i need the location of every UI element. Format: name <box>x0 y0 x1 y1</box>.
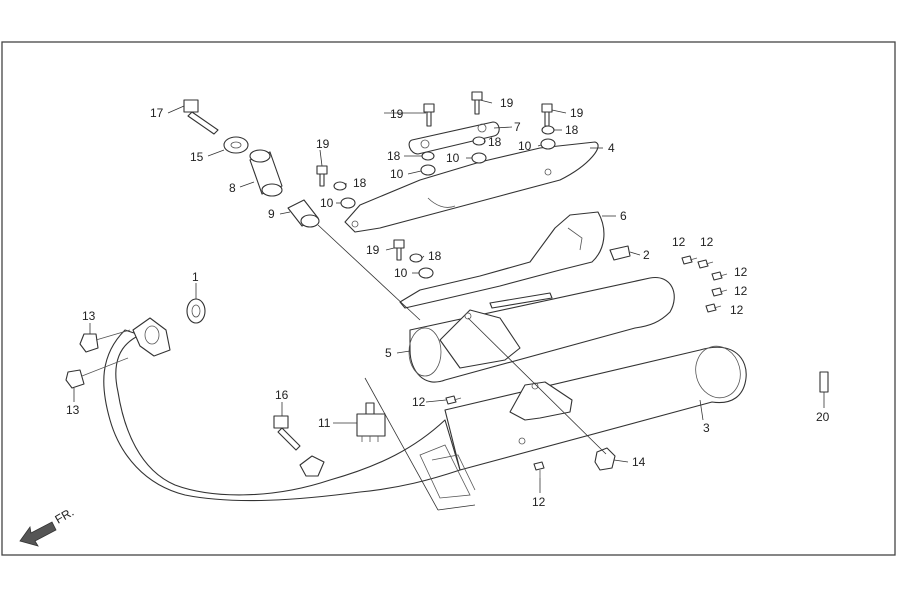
label-part-12-d: 12 <box>700 235 714 249</box>
part-top-cover <box>344 141 599 233</box>
label-part-7: 7 <box>514 120 521 134</box>
part-bolt-19a <box>423 103 435 127</box>
part-collar-9 <box>287 199 320 228</box>
part-labels: 17 15 8 9 19 18 10 19 19 19 7 18 18 18 1… <box>66 96 830 509</box>
part-bolt-16 <box>273 415 301 451</box>
leader-lines <box>73 99 825 511</box>
part-exhaust-pipe <box>103 317 476 502</box>
label-part-13-b: 13 <box>66 403 80 417</box>
part-bolt-19b <box>471 91 483 115</box>
part-nut-14 <box>594 447 616 471</box>
label-part-20: 20 <box>816 410 830 424</box>
label-part-9: 9 <box>268 207 275 221</box>
label-part-10-d: 10 <box>518 139 532 153</box>
diagram-frame <box>1 41 896 556</box>
part-grommet-10b <box>471 152 487 164</box>
label-part-3: 3 <box>703 421 710 435</box>
part-bolt-17 <box>183 99 219 135</box>
label-part-18-d: 18 <box>565 123 579 137</box>
label-part-12-b: 12 <box>532 495 546 509</box>
label-part-13-a: 13 <box>82 309 96 323</box>
label-part-19-b: 19 <box>390 107 404 121</box>
label-part-15: 15 <box>190 150 204 164</box>
part-washer-18e <box>409 253 423 263</box>
part-grommet-8 <box>249 149 283 197</box>
part-lower-cover <box>399 211 605 309</box>
part-grommet-10d <box>340 197 356 209</box>
part-bolt-19c <box>541 103 553 127</box>
part-washer-18a <box>421 151 435 161</box>
label-part-19-a: 19 <box>316 137 330 151</box>
label-part-1: 1 <box>192 270 199 284</box>
label-part-17: 17 <box>150 106 164 120</box>
label-part-12-f: 12 <box>734 284 748 298</box>
part-gasket-1 <box>186 298 206 324</box>
label-part-10-b: 10 <box>390 167 404 181</box>
part-grommet-10e <box>418 267 434 279</box>
label-part-16: 16 <box>275 388 289 402</box>
part-bracket-7 <box>408 121 500 155</box>
label-part-12-g: 12 <box>730 303 744 317</box>
part-cap-nut-13a <box>79 329 131 353</box>
part-cap-nut-13b <box>65 357 129 389</box>
label-part-4: 4 <box>608 141 615 155</box>
front-arrow-icon <box>19 521 57 547</box>
part-clip-2 <box>609 245 631 261</box>
part-washer-15 <box>223 136 249 154</box>
label-part-6: 6 <box>620 209 627 223</box>
label-part-18-a: 18 <box>353 176 367 190</box>
label-part-10-a: 10 <box>320 196 334 210</box>
part-bolt-12-set <box>445 255 728 478</box>
label-part-18-e: 18 <box>428 249 442 263</box>
label-part-12-c: 12 <box>672 235 686 249</box>
label-part-11: 11 <box>318 416 331 430</box>
label-part-12-a: 12 <box>412 395 426 409</box>
label-part-18-c: 18 <box>488 135 502 149</box>
label-part-18-b: 18 <box>387 149 401 163</box>
part-heat-shield-upper <box>408 277 675 383</box>
part-washer-18b <box>472 136 486 146</box>
label-part-19-d: 19 <box>570 106 584 120</box>
label-part-14: 14 <box>632 455 646 469</box>
front-direction-indicator: FR. <box>19 505 77 547</box>
label-part-12-e: 12 <box>734 265 748 279</box>
part-bolt-19e <box>393 239 405 261</box>
label-part-19-c: 19 <box>500 96 514 110</box>
part-bolt-19d <box>316 165 328 187</box>
part-washer-18d <box>333 181 347 191</box>
part-muffler-main <box>444 345 747 471</box>
part-20 <box>819 371 829 393</box>
label-part-10-e: 10 <box>394 266 408 280</box>
part-grommet-10a <box>420 164 436 176</box>
part-washer-18c <box>541 125 555 135</box>
label-part-10-c: 10 <box>446 151 460 165</box>
label-part-2: 2 <box>643 248 650 262</box>
label-part-8: 8 <box>229 181 236 195</box>
label-part-5: 5 <box>385 346 392 360</box>
part-sensor-11 <box>356 402 386 442</box>
part-grommet-10c <box>540 138 556 150</box>
front-direction-label: FR. <box>53 505 77 527</box>
label-part-19-e: 19 <box>366 243 380 257</box>
